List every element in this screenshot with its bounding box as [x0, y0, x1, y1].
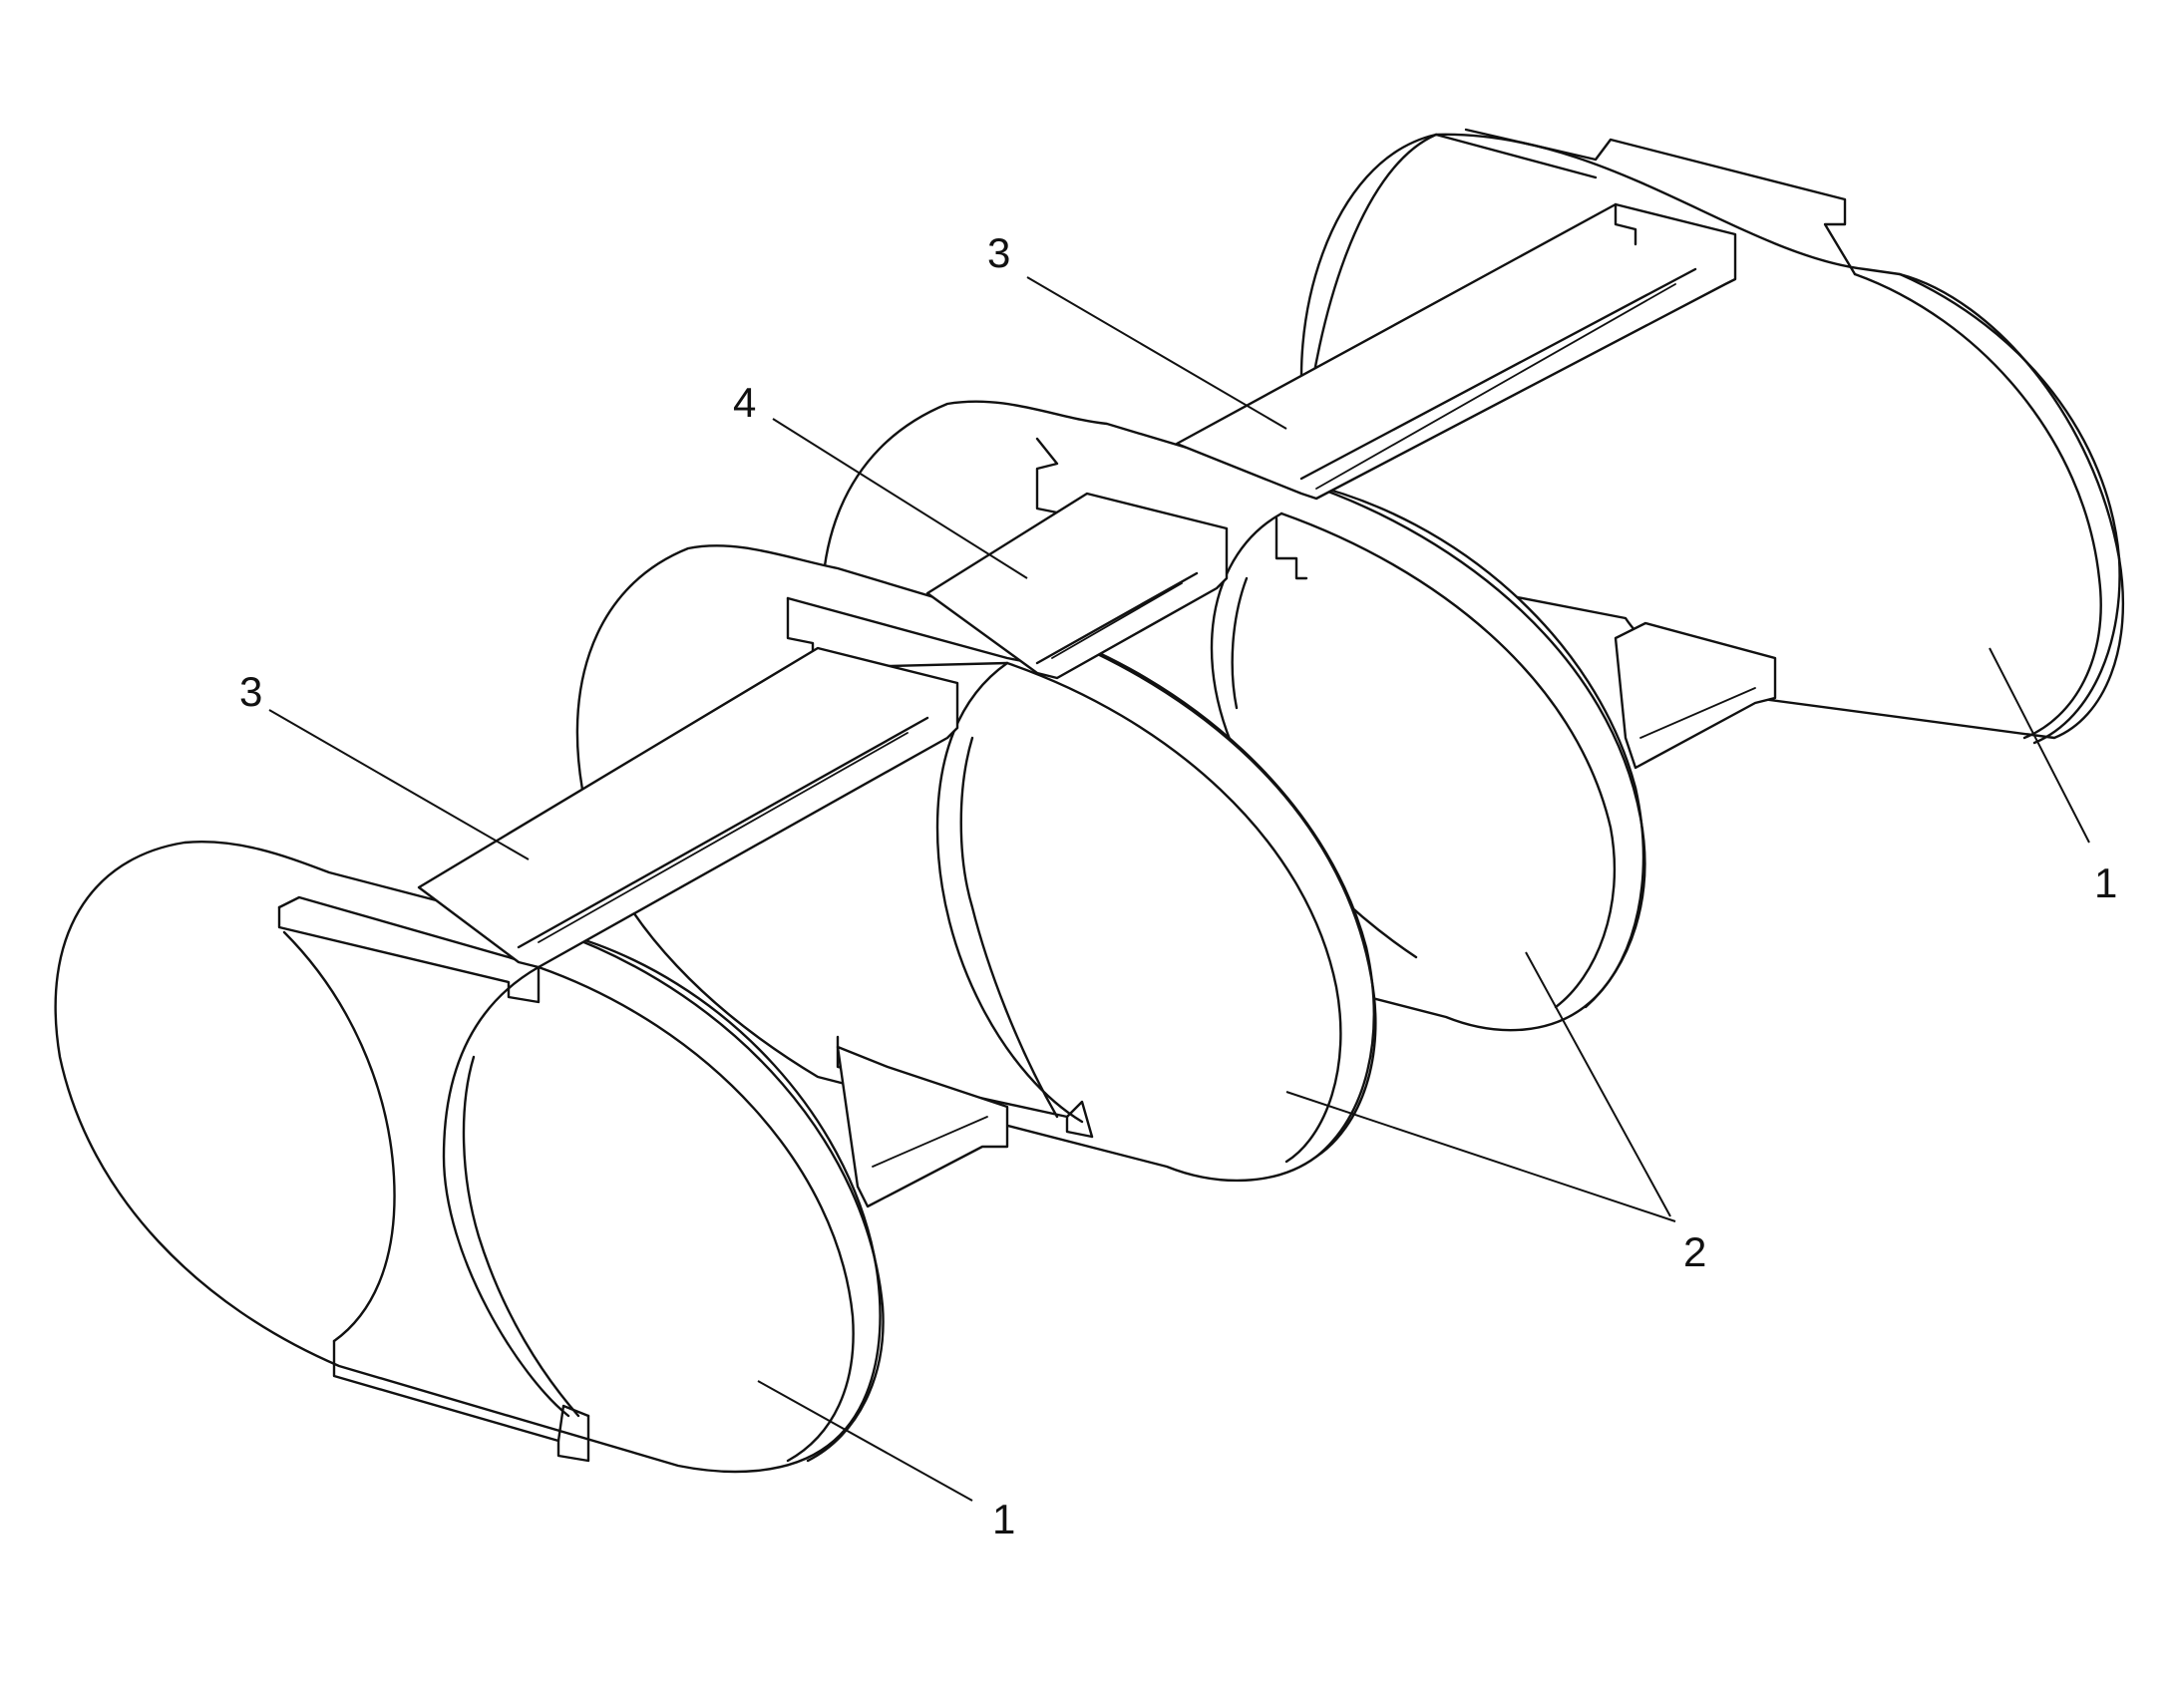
leader-top-4 [772, 418, 1028, 579]
leader-left-3 [268, 709, 530, 860]
leader-bottom-1 [757, 1380, 973, 1502]
disk-front-end [54, 841, 885, 1474]
rail-lower-rear [1614, 621, 1777, 770]
label-left-3: 3 [239, 668, 262, 715]
label-bottom-2: 2 [1683, 1228, 1706, 1275]
label-top-3: 3 [987, 229, 1010, 276]
rail-middle [925, 492, 1229, 680]
label-right-1: 1 [2094, 859, 2117, 906]
leader-lines [268, 276, 2090, 1502]
leader-top-3 [1026, 276, 1287, 430]
rail-upper-rear [1175, 202, 1737, 501]
label-top-4: 4 [733, 379, 756, 426]
leader-right-1 [1989, 647, 2090, 844]
rail-lower-front [836, 1045, 1009, 1208]
leader-bottom-2a [1285, 1091, 1676, 1222]
label-bottom-1: 1 [992, 1496, 1015, 1542]
leader-bottom-2b [1525, 951, 1671, 1217]
rail-upper-front [417, 646, 959, 969]
